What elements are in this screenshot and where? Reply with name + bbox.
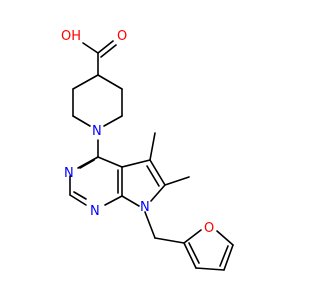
molecule-structure-diagram: OH O N N N N xyxy=(61,29,234,271)
bond-pip-c5-c4 xyxy=(72,74,99,90)
piperidine-nitrogen-label: N xyxy=(92,124,102,139)
bond-c5-methyl xyxy=(149,132,156,161)
bond-furan-o1-c5 xyxy=(216,230,234,246)
bond-core-n7-c7a xyxy=(121,195,140,207)
furan-oxygen-label: O xyxy=(204,221,214,236)
bond-carboxyl-o-1 xyxy=(97,40,114,54)
bond-furan-c4-c3 xyxy=(195,267,225,271)
hydroxyl-label: OH xyxy=(61,29,81,44)
pyrimidine-nitrogen-1-label: N xyxy=(64,166,74,181)
bond-furan-c3-c2 xyxy=(183,242,197,269)
bond-pip-c4-c3 xyxy=(97,74,123,90)
bond-carboxyl-oh xyxy=(82,42,99,54)
bond-core-c2-n1 xyxy=(69,194,87,206)
bond-c6-methyl xyxy=(164,176,190,186)
bond-core-c6-n7 xyxy=(150,184,166,202)
bond-core-c5-c6 xyxy=(149,159,166,186)
bond-core-c4-n3 xyxy=(77,156,99,169)
bond-pip-n-c6 xyxy=(72,115,91,127)
bond-carboxyl-o-2 xyxy=(100,44,117,58)
pyrrolopyrimidine-core: N N N xyxy=(64,132,190,219)
bond-core-c4a-c4 xyxy=(97,156,123,168)
bond-core-c2-n1-double xyxy=(73,191,87,200)
bond-core-n1-c7a xyxy=(104,195,123,206)
bond-ch2-furan xyxy=(154,237,185,244)
bond-furan-c5-c4 xyxy=(223,244,234,271)
furylmethyl-group: O xyxy=(144,211,234,271)
pyrrole-nitrogen-label: N xyxy=(140,200,150,215)
piperidine-ring: N xyxy=(72,74,123,139)
carbonyl-oxygen-label: O xyxy=(117,29,127,44)
bond-furan-c2-o1 xyxy=(183,229,202,244)
bond-furan-c3-c2-double xyxy=(188,242,200,264)
bond-core-c4a-c5 xyxy=(121,159,151,168)
carboxylic-acid-group: OH O xyxy=(61,29,127,76)
bond-pip-c2-n xyxy=(103,115,123,127)
bond-n7-ch2 xyxy=(144,211,156,239)
pyrimidine-nitrogen-2-label: N xyxy=(90,204,100,219)
bond-furan-c5-c4-double xyxy=(219,245,229,267)
bond-core-c4-n3-double xyxy=(79,159,95,169)
bond-core-c5-c6-double xyxy=(146,165,160,187)
